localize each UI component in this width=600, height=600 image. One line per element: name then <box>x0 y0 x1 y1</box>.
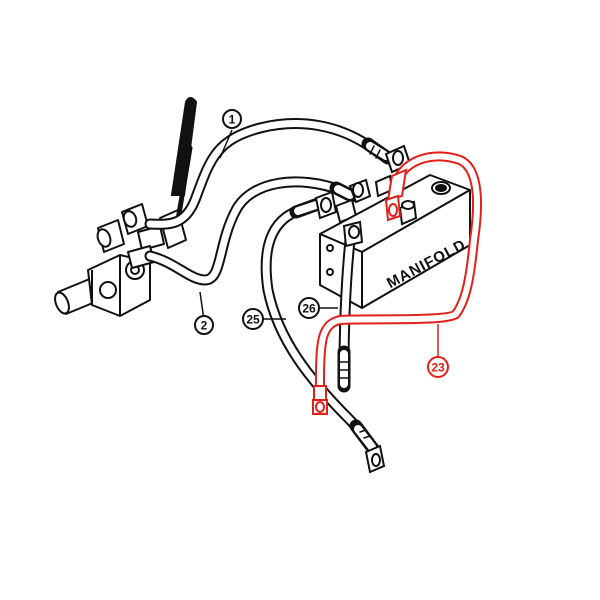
valve-lever <box>170 97 198 223</box>
hose-26-top-fitting <box>342 220 364 248</box>
callout-23-number: 23 <box>431 361 445 375</box>
hose-2 <box>144 176 359 286</box>
hose-26 <box>337 234 356 393</box>
callout-1: 1 <box>219 109 242 159</box>
hose-25-end-fitting <box>364 444 386 474</box>
callout-2: 2 <box>194 291 214 335</box>
hose-1 <box>144 118 395 230</box>
callout-2-number: 2 <box>201 319 208 333</box>
manifold-port-fittings <box>374 174 418 226</box>
hose-23-fittings <box>312 168 408 415</box>
callout-25-number: 25 <box>246 313 260 327</box>
callout-1-number: 1 <box>229 113 236 127</box>
callout-23: 23 <box>427 324 449 378</box>
hose-23 <box>315 151 483 403</box>
callout-25: 25 <box>242 308 286 330</box>
hose-25-top-fitting <box>314 190 338 220</box>
hose-25 <box>260 197 381 458</box>
control-valve <box>54 203 187 317</box>
callout-26-number: 26 <box>302 302 316 316</box>
callout-26: 26 <box>298 297 338 319</box>
